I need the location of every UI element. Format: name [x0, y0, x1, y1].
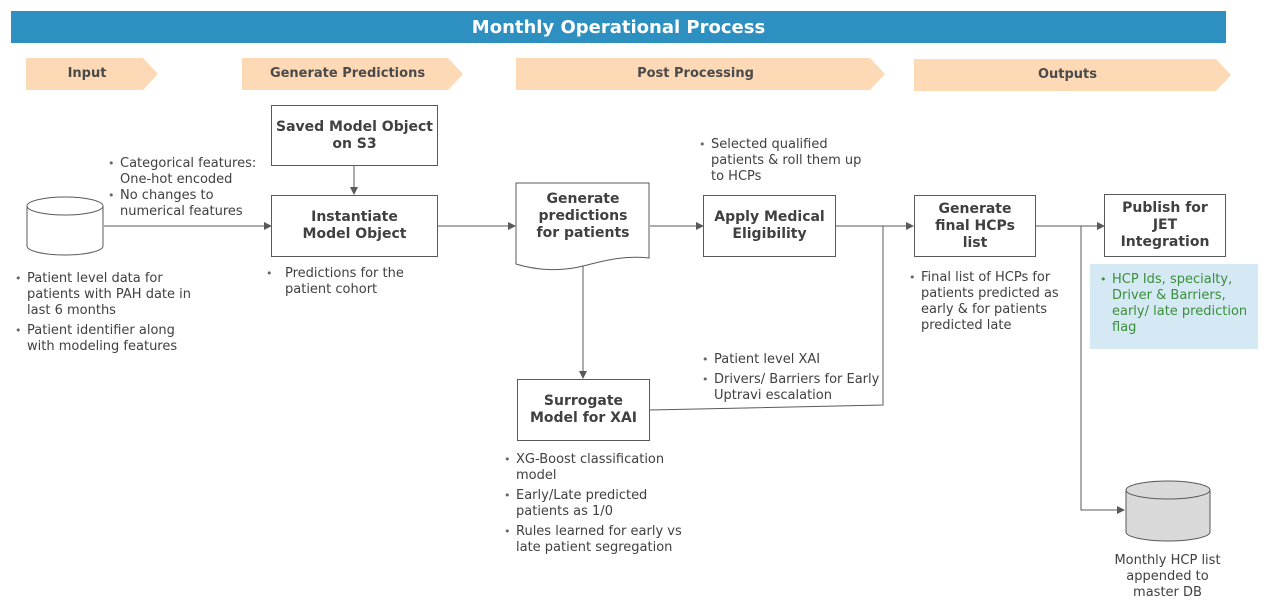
stage-generate-predictions: Generate Predictions	[242, 58, 463, 90]
medical-eligibility-box: Apply Medical Eligibility	[703, 195, 836, 257]
final-hcps-box: Generate final HCPs list	[914, 195, 1036, 257]
qualified-notes: Selected qualified patients & roll them …	[699, 137, 864, 189]
feature-notes: Categorical features: One-hot encoded No…	[108, 156, 273, 224]
note-item: Predictions for the patient cohort	[266, 266, 426, 298]
note-item: Patient level data for patients with PAH…	[15, 271, 205, 319]
master-db-caption: Monthly HCP list appended to master DB	[1114, 553, 1221, 600]
note-item: XG-Boost classification model	[504, 452, 702, 484]
page-title: Monthly Operational Process	[11, 11, 1226, 43]
publish-notes: HCP Ids, specialty, Driver & Barriers, e…	[1090, 264, 1258, 349]
note-item: Drivers/ Barriers for Early Uptravi esca…	[702, 372, 887, 404]
xai-notes: Patient level XAI Drivers/ Barriers for …	[702, 352, 887, 408]
note-item: Patient level XAI	[702, 352, 887, 368]
stage-label: Outputs	[1037, 67, 1098, 82]
publish-box: Publish for JET Integration	[1104, 194, 1226, 257]
note-item: Selected qualified patients & roll them …	[699, 137, 864, 185]
input-data-notes: Patient level data for patients with PAH…	[15, 271, 205, 359]
generate-predictions-label: Generate predictions for patients	[536, 191, 630, 241]
stage-post-processing: Post Processing	[516, 58, 885, 90]
surrogate-model-box: Surrogate Model for XAI	[517, 379, 650, 441]
input-database-icon	[26, 196, 104, 256]
saved-model-box: Saved Model Object on S3	[271, 105, 438, 166]
surrogate-notes: XG-Boost classification model Early/Late…	[504, 452, 702, 560]
note-item: Categorical features: One-hot encoded	[108, 156, 273, 188]
stage-label: Post Processing	[637, 66, 754, 81]
stage-outputs: Outputs	[914, 59, 1231, 91]
arrow-final-to-db	[1080, 226, 1125, 514]
master-database-icon	[1125, 480, 1211, 542]
note-item: Final list of HCPs for patients predicte…	[909, 270, 1069, 334]
stage-label: Input	[67, 66, 107, 81]
instantiate-model-box: Instantiate Model Object	[271, 195, 438, 257]
prediction-notes: Predictions for the patient cohort	[266, 266, 426, 302]
stage-label: Generate Predictions	[269, 66, 426, 81]
note-item: Rules learned for early vs late patient …	[504, 524, 702, 556]
note-item: Early/Late predicted patients as 1/0	[504, 488, 702, 520]
final-list-notes: Final list of HCPs for patients predicte…	[909, 270, 1069, 338]
stage-input: Input	[26, 58, 158, 90]
generate-predictions-shape	[515, 182, 650, 271]
line-surrogate-to-final	[649, 226, 884, 411]
note-item: No changes to numerical features	[108, 188, 273, 220]
note-item: HCP Ids, specialty, Driver & Barriers, e…	[1100, 272, 1248, 336]
note-item: Patient identifier along with modeling f…	[15, 323, 205, 355]
